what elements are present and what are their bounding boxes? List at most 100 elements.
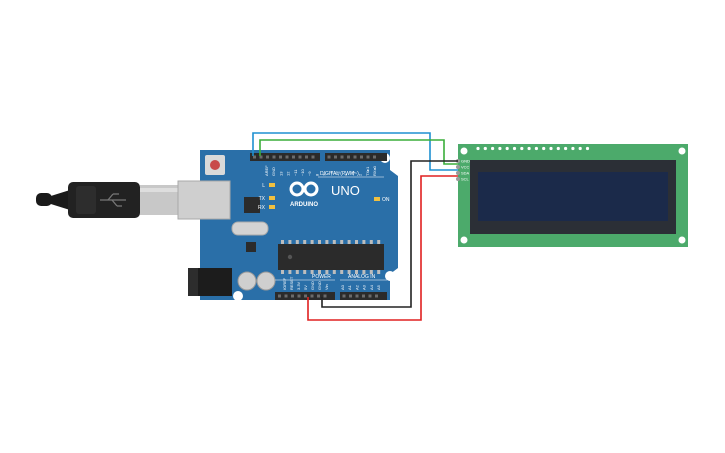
digital-header-left[interactable] [250, 153, 320, 161]
header-pin-hole[interactable] [291, 294, 294, 298]
chip-leg [355, 270, 358, 274]
pin-label: ~5 [336, 171, 341, 176]
pin-label: A1 [347, 284, 352, 290]
header-holes [253, 155, 378, 298]
usb-icon [100, 193, 126, 207]
lcd-pad [512, 146, 517, 151]
pin-label: GND [271, 167, 276, 176]
lcd-pad [498, 146, 502, 151]
lcd-mounting-hole [678, 147, 686, 155]
header-pin-hole[interactable] [259, 155, 263, 159]
digital-label: DIGITAL (PWM~) [320, 171, 359, 177]
header-pin-hole[interactable] [305, 155, 308, 159]
pin-label: ~9 [307, 171, 312, 176]
pin-label: RX◂0 [372, 165, 377, 176]
header-pin-hole[interactable] [323, 294, 327, 298]
pin-label: 3.3V [296, 281, 301, 290]
led-l-label: L [262, 183, 265, 189]
crystal-oscillator [231, 221, 269, 236]
header-pin-hole[interactable] [253, 155, 256, 159]
header-pin-hole[interactable] [266, 155, 269, 159]
chip-leg [295, 240, 299, 244]
header-pin-hole[interactable] [362, 294, 365, 298]
header-pin-hole[interactable] [360, 155, 363, 159]
header-pin-hole[interactable] [272, 155, 276, 159]
usb-cable-strain [36, 193, 52, 206]
lcd-screen [478, 172, 668, 221]
lcd-pin-label: SCL [461, 177, 470, 182]
header-pin-hole[interactable] [347, 155, 350, 159]
green-wire[interactable] [259, 139, 458, 165]
lcd-mounting-hole [460, 236, 468, 244]
header-pin-hole[interactable] [284, 294, 288, 298]
header-pin-hole[interactable] [327, 155, 331, 159]
lcd-pad [520, 146, 524, 151]
header-pin-hole[interactable] [311, 155, 315, 159]
arduino-infinity-icon [289, 181, 319, 197]
chip-leg [318, 240, 321, 244]
pin-label: 8 [314, 173, 319, 176]
header-pin-hole[interactable] [368, 294, 372, 298]
pin-label: IOREF [282, 277, 287, 290]
lcd-mounting-hole [460, 147, 468, 155]
header-pin-hole[interactable] [292, 155, 295, 159]
chip-leg [281, 240, 284, 244]
chip-leg [303, 270, 307, 274]
chip-leg [325, 270, 329, 274]
lcd-pad [564, 146, 568, 151]
header-pin-hole[interactable] [334, 155, 337, 159]
header-pin-hole[interactable] [355, 294, 359, 298]
chip-leg [369, 240, 373, 244]
lcd-pin[interactable] [456, 177, 460, 181]
black-wire[interactable] [321, 160, 458, 308]
header-pin-hole[interactable] [310, 294, 314, 298]
lcd-pad [491, 146, 495, 151]
header-pin-hole[interactable] [373, 155, 376, 159]
header-pin-hole[interactable] [317, 294, 320, 298]
lcd-pad [476, 146, 480, 151]
lcd-pad [556, 146, 560, 151]
chip-leg [369, 270, 373, 274]
header-pin-hole[interactable] [279, 155, 282, 159]
header-pin-hole[interactable] [353, 155, 357, 159]
header-pin-hole[interactable] [375, 294, 378, 298]
pin-label: ~10 [300, 168, 305, 176]
reset-button[interactable] [210, 160, 220, 170]
mounting-hole [233, 291, 243, 301]
header-pin-hole[interactable] [298, 155, 302, 159]
chip-leg [295, 270, 299, 274]
blue-wire[interactable] [252, 132, 458, 171]
capacitor [237, 271, 257, 291]
header-pin-hole[interactable] [278, 294, 281, 298]
header-pin-hole[interactable] [297, 294, 301, 298]
usb-cable[interactable] [36, 182, 178, 218]
header-pin-hole[interactable] [366, 155, 370, 159]
pin-label: TX▸1 [365, 166, 370, 176]
chip-leg [377, 270, 381, 274]
red-wire[interactable] [307, 175, 458, 321]
header-pin-hole[interactable] [285, 155, 289, 159]
lcd-pin[interactable] [456, 165, 460, 169]
usb-chip [244, 197, 260, 213]
pin-label: 7 [322, 173, 327, 176]
lcd-pin-label: SDA [461, 171, 470, 176]
header-pin-hole[interactable] [349, 294, 352, 298]
chip-leg [377, 240, 381, 244]
pin-label: ~6 [329, 171, 334, 176]
pin-label: A5 [376, 284, 381, 290]
header-pin-hole[interactable] [304, 294, 307, 298]
lcd-pad [534, 146, 539, 151]
led-l [269, 183, 275, 187]
pin-label: ~11 [293, 169, 298, 176]
header-pin-hole[interactable] [342, 294, 346, 298]
header-pin-hole[interactable] [340, 155, 344, 159]
pin-label: A2 [354, 284, 359, 290]
atmega-chip [278, 244, 384, 270]
lcd-pin[interactable] [456, 171, 460, 175]
pin-label: 12 [286, 171, 291, 176]
